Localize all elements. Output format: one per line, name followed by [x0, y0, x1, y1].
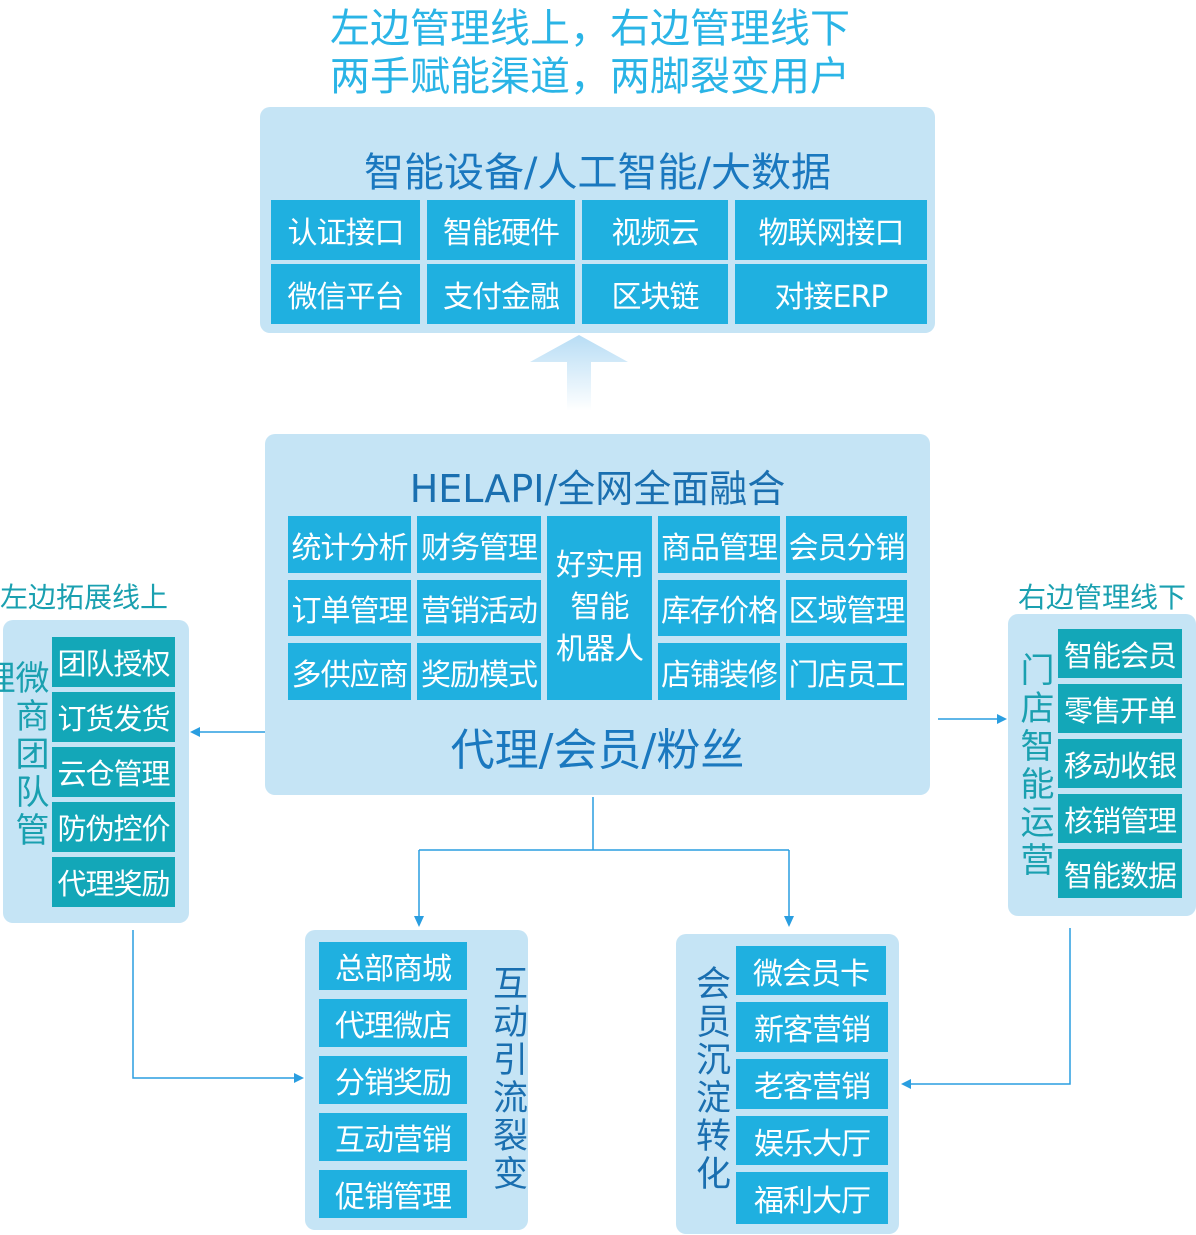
top-item: 智能硬件 [427, 200, 575, 260]
arrowhead-icon [414, 916, 424, 927]
bottom-left-item: 总部商城 [319, 942, 467, 990]
center-robot-item: 好实用 智能 机器人 [547, 516, 652, 700]
bottom-left-item: 代理微店 [319, 999, 467, 1047]
headline-line2: 两手赋能渠道，两脚裂变用户 [330, 54, 850, 100]
robot-line: 智能 [570, 590, 630, 625]
center-item: 库存价格 [658, 580, 780, 636]
bottom-left-vertical-title: 互动引流裂变 [487, 965, 527, 1193]
top-item: 认证接口 [271, 200, 420, 260]
center-item: 门店员工 [786, 643, 907, 700]
top-item: 微信平台 [271, 264, 420, 324]
arrowhead-icon [294, 1073, 304, 1083]
center-item: 奖励模式 [417, 643, 541, 700]
up-arrow-icon [530, 335, 628, 411]
top-item: 对接ERP [735, 264, 927, 324]
right-item: 移动收银 [1058, 739, 1182, 788]
connector-right-to-bottom [910, 928, 1071, 1085]
bottom-right-item: 新客营销 [736, 1002, 888, 1052]
center-item: 多供应商 [288, 643, 411, 700]
left-heading: 左边拓展线上 [0, 581, 169, 614]
center-item: 订单管理 [288, 580, 411, 636]
right-item: 零售开单 [1058, 684, 1182, 733]
bottom-left-item: 互动营销 [319, 1113, 467, 1161]
center-item: 商品管理 [658, 516, 780, 573]
headline-line1: 左边管理线上，右边管理线下 [330, 6, 850, 52]
robot-line: 机器人 [556, 632, 644, 667]
bottom-right-vertical-title: 会员沉淀转化 [690, 965, 730, 1193]
top-item: 物联网接口 [735, 200, 927, 260]
right-vertical-title: 门店智能运营 [1014, 652, 1054, 880]
right-item: 智能会员 [1058, 629, 1182, 678]
top-item: 区块链 [582, 264, 728, 324]
center-item: 营销活动 [417, 580, 541, 636]
center-item: 店铺装修 [658, 643, 780, 700]
right-heading: 右边管理线下 [1018, 581, 1187, 614]
right-item: 智能数据 [1058, 849, 1182, 898]
center-item: 统计分析 [288, 516, 411, 573]
center-item: 会员分销 [786, 516, 907, 573]
top-item: 支付金融 [427, 264, 575, 324]
right-item: 核销管理 [1058, 794, 1182, 843]
left-item: 云仓管理 [52, 747, 175, 797]
left-item: 代理奖励 [52, 857, 175, 907]
bottom-left-item: 分销奖励 [319, 1056, 467, 1104]
bottom-right-item: 福利大厅 [736, 1172, 888, 1224]
bottom-right-item: 老客营销 [736, 1059, 888, 1109]
bottom-right-item: 娱乐大厅 [736, 1116, 888, 1165]
center-panel-title: HELAPI/全网全面融合 [409, 467, 786, 511]
left-item: 团队授权 [52, 637, 175, 687]
robot-line: 好实用 [556, 548, 644, 583]
left-item: 防伪控价 [52, 802, 175, 852]
left-vertical-title: 微商团队管理 [0, 660, 49, 850]
bottom-right-item: 微会员卡 [736, 946, 886, 995]
arrowhead-icon [901, 1079, 911, 1089]
center-item: 区域管理 [786, 580, 907, 636]
arrowhead-icon [190, 727, 200, 737]
top-item: 视频云 [582, 200, 728, 260]
connector-down [418, 797, 790, 918]
arrowhead-icon [784, 916, 794, 927]
bottom-left-item: 促销管理 [319, 1170, 467, 1218]
left-item: 订货发货 [52, 692, 175, 742]
arrowhead-icon [997, 714, 1007, 724]
center-panel-footer: 代理/会员/粉丝 [450, 725, 745, 776]
center-item: 财务管理 [417, 516, 541, 573]
connector-left-to-bottom [132, 930, 296, 1079]
top-panel-title: 智能设备/人工智能/大数据 [364, 150, 831, 196]
